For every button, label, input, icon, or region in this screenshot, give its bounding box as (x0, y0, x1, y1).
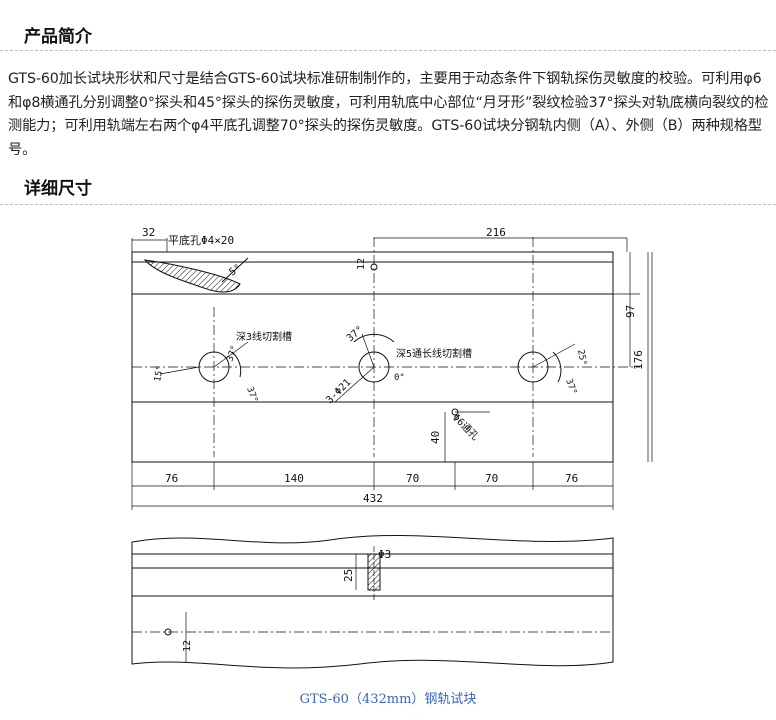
angle-arc (353, 333, 395, 343)
small-hole-side (164, 628, 172, 636)
dim-216: 216 (486, 226, 506, 239)
dim-40: 40 (429, 431, 442, 444)
top-view: 5° 32 平底孔Φ4×20 216 12 97 176 深3线切割槽 37° … (131, 226, 653, 510)
dim-97: 97 (624, 305, 637, 318)
left-angle-15: 15° (153, 365, 166, 383)
intro-paragraph: GTS-60加长试块形状和尺寸是结合GTS-60试块标准研制制作的，主要用于动态… (8, 71, 769, 158)
hole-right (517, 351, 549, 383)
phi6-label: Φ6通孔 (450, 412, 481, 443)
dim-25: 25 (342, 569, 355, 582)
angle-leader (361, 333, 375, 368)
intro-section-header: 产品简介 (0, 26, 776, 51)
angle-37-center: 37° (345, 324, 366, 344)
side-view: Φ3 25 12 (131, 534, 614, 669)
dim-140: 140 (284, 472, 304, 485)
detail-heading: 详细尺寸 (24, 179, 92, 199)
angle-leader (213, 341, 249, 368)
groove5-label: 深5通长线切割槽 (396, 347, 472, 360)
dim-70-b: 70 (485, 472, 498, 485)
angle-0: 0° (394, 373, 405, 383)
detail-section-header: 详细尺寸 (0, 178, 776, 205)
groove3-label: 深3线切割槽 (236, 330, 292, 343)
side-outline (131, 534, 614, 669)
dim-12-bottom: 12 (182, 640, 193, 652)
angle-leader (221, 257, 249, 283)
angle-leader (159, 366, 200, 375)
angle-arc (231, 351, 242, 378)
dim-76-right: 76 (565, 472, 578, 485)
flat-hole-label: 平底孔Φ4×20 (168, 233, 234, 247)
right-angle-25: 25° (575, 349, 588, 367)
angle-arc (552, 351, 562, 383)
dim-432: 432 (363, 492, 383, 505)
dim-76-left: 76 (165, 472, 178, 485)
dim-32: 32 (142, 226, 155, 239)
dim-70-a: 70 (406, 472, 419, 485)
drawing-caption: GTS-60（432mm）钢轨试块 (299, 692, 477, 707)
phi3-label: Φ3 (378, 548, 391, 561)
small-hole-top (370, 263, 378, 271)
right-angle-37: 37° (563, 378, 578, 397)
dim-12-top: 12 (356, 258, 367, 270)
intro-heading: 产品简介 (24, 27, 92, 47)
hole-center (358, 351, 390, 383)
phi21-leader (334, 366, 375, 403)
block-outline (131, 251, 614, 463)
dim-176: 176 (632, 350, 645, 370)
technical-drawing: 5° 32 平底孔Φ4×20 216 12 97 176 深3线切割槽 37° … (131, 226, 653, 669)
crescent-crack (143, 259, 241, 293)
angle-leader (532, 343, 576, 368)
